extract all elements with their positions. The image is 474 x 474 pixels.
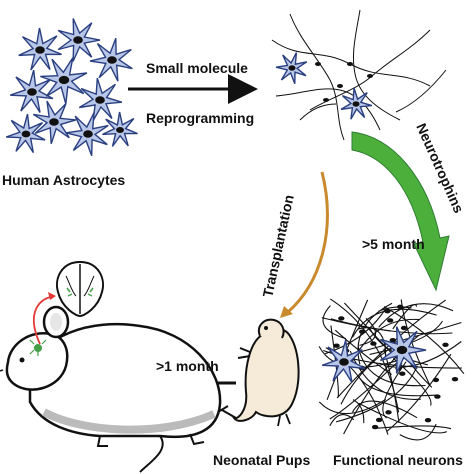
five-month-label: >5 month <box>362 236 425 252</box>
neurite <box>358 402 448 434</box>
neuron-soma <box>399 371 406 376</box>
cell-nucleus <box>95 96 105 104</box>
neurite <box>275 88 381 131</box>
neurite <box>329 414 355 426</box>
cell-nucleus <box>352 101 360 107</box>
neuron-soma <box>323 98 329 102</box>
neurite <box>357 346 426 387</box>
cell-nucleus <box>107 56 117 64</box>
graft-site-arrowhead <box>48 292 56 300</box>
functional-neurons-label: Functional neurons <box>333 452 463 468</box>
neuron-soma <box>367 74 373 78</box>
neuron-soma <box>389 338 396 343</box>
neurite <box>395 69 447 113</box>
neurite <box>375 425 452 430</box>
cell-nucleus <box>35 46 45 54</box>
neonatal-pup-icon <box>217 318 300 427</box>
neuron-soma <box>359 329 366 334</box>
astrocyte-cluster <box>5 18 138 156</box>
cell-nucleus <box>116 126 124 134</box>
cell-nucleus <box>288 65 296 71</box>
neurite <box>369 320 443 355</box>
neurite <box>378 306 412 312</box>
neurite <box>352 399 365 424</box>
small-molecule-label: Small molecule <box>146 60 248 76</box>
neurite <box>321 317 453 335</box>
neurite <box>289 13 345 141</box>
neurite <box>386 353 452 432</box>
neurite <box>357 302 393 365</box>
graft-site-arrow <box>32 295 55 345</box>
neurite <box>349 350 421 400</box>
neuron-soma <box>347 62 353 66</box>
neurite <box>329 353 407 420</box>
neuron-soma <box>384 309 391 314</box>
neurite <box>378 303 454 328</box>
neuron-soma <box>451 377 459 382</box>
neonatal-pups-label: Neonatal Pups <box>213 452 311 468</box>
cell-nucleus <box>83 130 93 138</box>
neuron-soma <box>337 84 343 88</box>
human-astrocytes-label: Human Astrocytes <box>2 172 126 188</box>
neuron-soma <box>434 394 441 399</box>
functional-neuron-network <box>318 298 465 441</box>
transplantation-arrowhead <box>280 306 293 318</box>
cell-nucleus <box>21 130 31 138</box>
neurotrophins-arrow <box>351 131 450 292</box>
neurite <box>359 317 376 346</box>
neuron-soma <box>375 417 383 423</box>
neurite <box>399 423 437 441</box>
one-month-label: >1 month <box>156 358 219 374</box>
cell-nucleus <box>27 88 37 96</box>
reprogramming-label: Reprogramming <box>146 110 255 126</box>
neurite <box>318 398 386 415</box>
neurite <box>357 327 387 358</box>
cell-nucleus <box>73 36 83 44</box>
neuron-soma <box>397 304 404 309</box>
adult-mouse-icon <box>0 305 222 473</box>
neuron-soma <box>432 377 440 383</box>
neurite <box>309 29 431 111</box>
neuron-soma <box>442 342 449 347</box>
cell-nucleus <box>49 118 59 126</box>
cell-nucleus <box>396 345 408 355</box>
neuron-soma <box>371 424 379 430</box>
transplantation-arrow <box>287 171 329 314</box>
neurite <box>334 329 392 375</box>
neurite <box>330 318 391 332</box>
neurite <box>322 305 347 340</box>
neurite <box>352 400 418 419</box>
neuron-soma <box>315 62 321 66</box>
neuron-soma <box>387 318 394 323</box>
neuron-soma <box>385 410 392 415</box>
neurite <box>359 377 437 397</box>
neurite <box>383 348 400 423</box>
neuron-soma <box>424 418 432 423</box>
neurite <box>299 103 337 121</box>
cell-nucleus <box>58 75 70 85</box>
neurite <box>352 9 401 121</box>
cell-nucleus <box>339 358 349 366</box>
neuron-soma <box>338 316 345 321</box>
neurite <box>335 365 418 423</box>
early-neurons <box>271 9 447 141</box>
neurite <box>369 328 429 366</box>
neuron-soma <box>400 325 408 331</box>
neuron-soma <box>370 341 377 346</box>
brain-section-icon <box>56 260 104 318</box>
neuron-soma <box>333 343 340 348</box>
